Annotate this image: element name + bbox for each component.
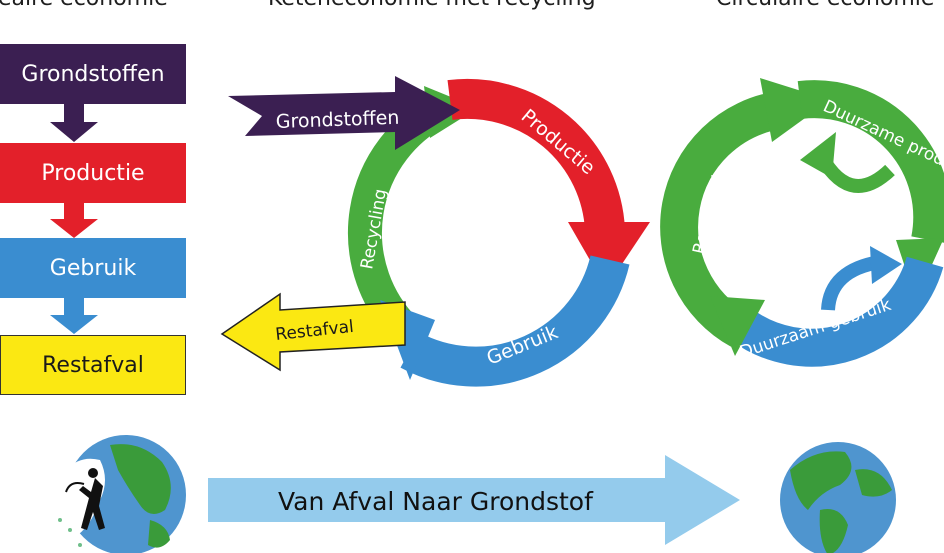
linear-economy-title: neaire economie — [0, 0, 168, 11]
circular-inner-loop-green-head — [800, 132, 836, 178]
arrow-down-purple — [50, 104, 98, 142]
circular-recycling-arc — [660, 91, 784, 347]
circular-cycle — [660, 78, 944, 367]
arrow-down-red — [50, 203, 98, 238]
chain-productie-arc — [447, 78, 625, 232]
linear-arrows — [50, 104, 98, 334]
linear-step-grondstoffen: Grondstoffen — [0, 44, 186, 104]
circular-productie-arc — [797, 80, 944, 243]
circular-economy-title: Circulaire economie — [716, 0, 934, 11]
chain-grondstoffen-arrow — [228, 76, 460, 150]
chain-grondstoffen-label: Grondstoffen — [275, 107, 399, 133]
linear-step-restafval: Restafval — [0, 335, 186, 395]
chain-productie-arrowhead — [568, 222, 650, 288]
earth-with-waste-icon — [58, 435, 186, 553]
circular-recycling-arrowhead — [760, 78, 830, 142]
linear-step-label: Grondstoffen — [21, 61, 165, 87]
circular-inner-loop-blue — [821, 255, 882, 311]
chain-restafval-arrow — [220, 292, 406, 372]
chain-gebruik-arc — [400, 254, 630, 387]
linear-step-gebruik: Gebruik — [0, 238, 186, 298]
person-shoveling-icon — [79, 478, 105, 530]
chain-economy-title: Keteneconomie met recycling — [268, 0, 596, 11]
arrow-down-blue — [50, 298, 98, 334]
linear-step-label: Gebruik — [49, 255, 137, 281]
linear-step-label: Restafval — [42, 352, 144, 378]
linear-step-productie: Productie — [0, 143, 186, 203]
circular-gebruik-arrowhead — [710, 296, 765, 356]
circular-gebruik-arc — [730, 256, 944, 367]
earth-icon — [780, 442, 896, 553]
van-afval-naar-grondstof-label: Van Afval Naar Grondstof — [278, 487, 594, 516]
linear-step-label: Productie — [41, 160, 145, 186]
circular-inner-loop-blue-head — [870, 246, 902, 284]
van-afval-naar-grondstof-arrow — [208, 455, 740, 545]
